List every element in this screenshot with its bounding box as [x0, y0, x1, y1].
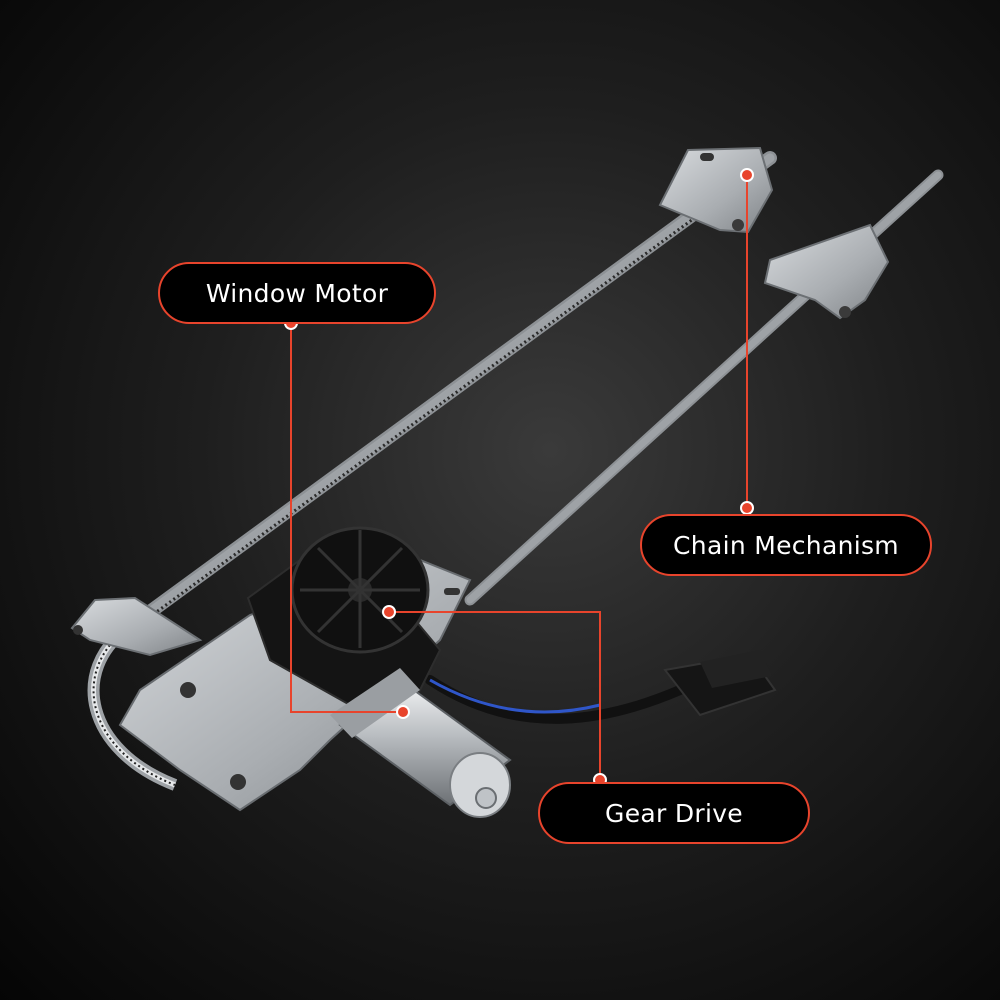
gear-drive-callout: Gear Drive	[538, 782, 810, 844]
top-bracket-right	[763, 223, 890, 320]
window-motor-callout: Window Motor	[158, 262, 436, 324]
gearbox-housing	[246, 526, 442, 707]
lower-bracket-left	[70, 596, 203, 657]
window-motor-label: Window Motor	[205, 278, 389, 308]
wiring-harness	[425, 650, 777, 724]
chain-mechanism-label: Chain Mechanism	[673, 530, 899, 560]
gear-drive-label: Gear Drive	[605, 798, 743, 828]
chain-mechanism-callout: Chain Mechanism	[640, 514, 932, 576]
rack-rail-left	[121, 151, 777, 635]
